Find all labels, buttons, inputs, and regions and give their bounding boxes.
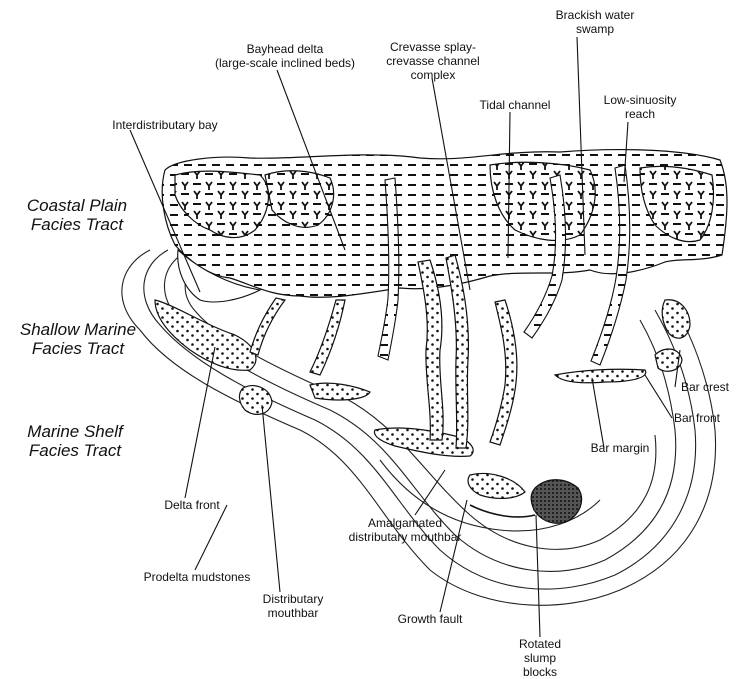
label-line: Low-sinuosity xyxy=(585,93,695,107)
shallow-marine-tract-label: Shallow Marine Facies Tract xyxy=(3,320,153,358)
prodelta-mudstones-label: Prodelta mudstones xyxy=(132,570,262,584)
bar-crest-label: Bar crest xyxy=(670,380,737,394)
label-line: Distributary xyxy=(248,592,338,606)
label-line: Delta front xyxy=(152,498,232,512)
bar-margin-label: Bar margin xyxy=(575,441,665,455)
label-line: crevasse channel xyxy=(368,54,498,68)
label-line: Interdistributary bay xyxy=(95,118,235,132)
label-line: Rotated xyxy=(510,637,570,651)
label-line: Crevasse splay- xyxy=(368,40,498,54)
slump-blocks xyxy=(531,480,581,524)
bayhead-delta-label: Bayhead delta (large-scale inclined beds… xyxy=(200,42,370,70)
label-line: slump xyxy=(510,651,570,665)
label-line: Brackish water xyxy=(540,8,650,22)
label-line: reach xyxy=(585,107,695,121)
label-line: Bar crest xyxy=(670,380,737,394)
label-line: mouthbar xyxy=(248,606,338,620)
tract-line: Marine Shelf xyxy=(5,422,145,441)
bathymetric-contours xyxy=(122,250,716,605)
growth-fault-line xyxy=(470,505,535,517)
interdistributary-bay-label: Interdistributary bay xyxy=(95,118,235,132)
label-line: distributary mouthbar xyxy=(335,530,475,544)
label-line: blocks xyxy=(510,665,570,679)
label-line: Bar front xyxy=(662,411,732,425)
label-line: (large-scale inclined beds) xyxy=(200,56,370,70)
low-sinuosity-reach-label: Low-sinuosity reach xyxy=(585,93,695,121)
marine-shelf-tract-label: Marine Shelf Facies Tract xyxy=(5,422,145,460)
brackish-water-swamp-label: Brackish water swamp xyxy=(540,8,650,36)
rotated-slump-blocks-label: Rotated slump blocks xyxy=(510,637,570,679)
tract-line: Shallow Marine xyxy=(3,320,153,339)
tract-line: Coastal Plain xyxy=(12,196,142,215)
label-line: Bar margin xyxy=(575,441,665,455)
tract-line: Facies Tract xyxy=(12,215,142,234)
label-line: Amalgamated xyxy=(335,516,475,530)
label-line: Prodelta mudstones xyxy=(132,570,262,584)
growth-fault-label: Growth fault xyxy=(380,612,480,626)
tract-line: Facies Tract xyxy=(3,339,153,358)
label-line: complex xyxy=(368,68,498,82)
amalgamated-mouthbar-label: Amalgamated distributary mouthbar xyxy=(335,516,475,544)
bar-front-label: Bar front xyxy=(662,411,732,425)
tract-line: Facies Tract xyxy=(5,441,145,460)
delta-front-label: Delta front xyxy=(152,498,232,512)
label-line: Tidal channel xyxy=(465,98,565,112)
crevasse-splay-label: Crevasse splay- crevasse channel complex xyxy=(368,40,498,82)
distributary-mouthbar-label: Distributary mouthbar xyxy=(248,592,338,620)
tidal-channel-label: Tidal channel xyxy=(465,98,565,112)
label-line: swamp xyxy=(540,22,650,36)
label-line: Bayhead delta xyxy=(200,42,370,56)
label-line: Growth fault xyxy=(380,612,480,626)
coastal-plain-tract-label: Coastal Plain Facies Tract xyxy=(12,196,142,234)
